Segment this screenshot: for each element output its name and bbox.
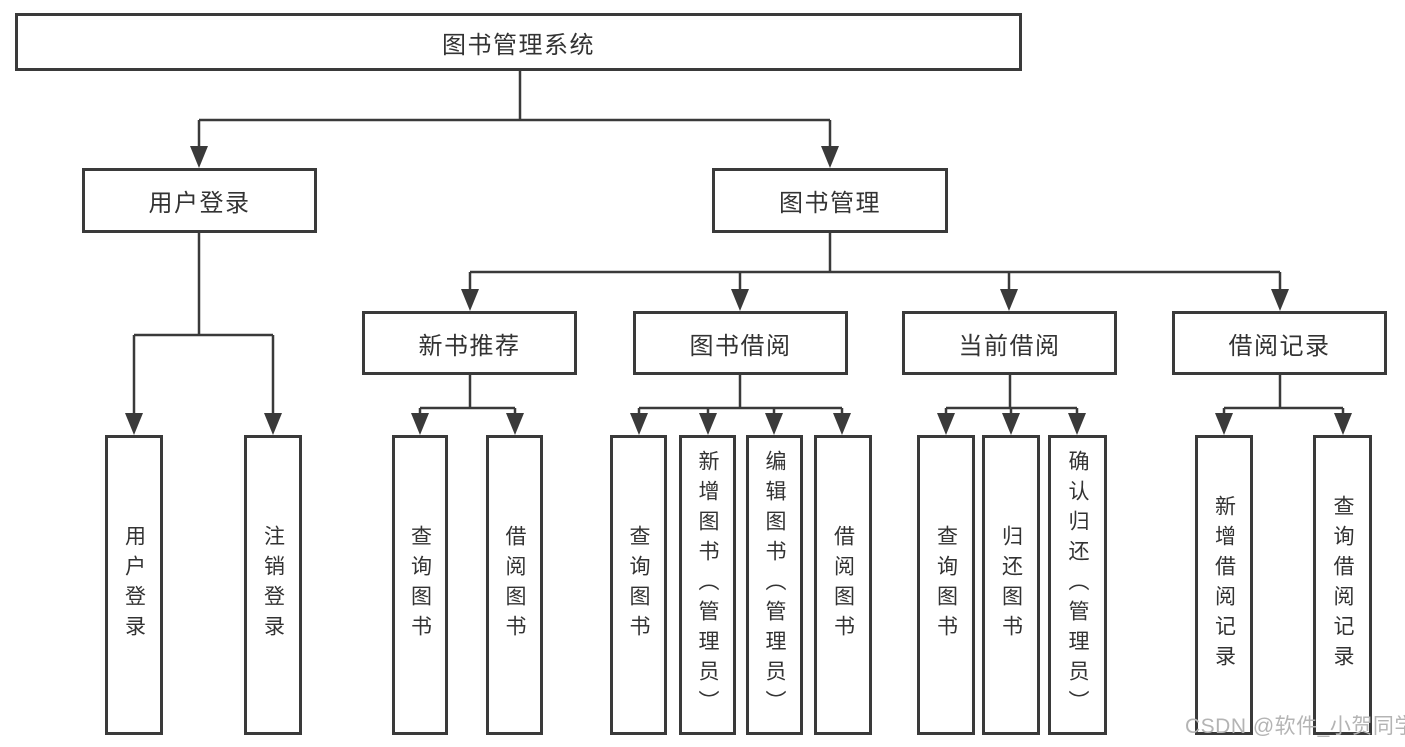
node-current-borrow: 当前借阅 bbox=[902, 311, 1117, 375]
watermark: CSDN @软件_小贺同学 bbox=[1185, 715, 1405, 738]
leaf-current-borrow-1: 归还图书 bbox=[982, 435, 1040, 735]
leaf-new-books-1: 借阅图书 bbox=[486, 435, 543, 735]
node-root: 图书管理系统 bbox=[15, 13, 1022, 71]
leaf-book-borrow-2: 编辑图书（管理员） bbox=[746, 435, 803, 735]
node-new-books: 新书推荐 bbox=[362, 311, 577, 375]
leaf-current-borrow-0: 查询图书 bbox=[917, 435, 975, 735]
leaf-user-login-0: 用户登录 bbox=[105, 435, 163, 735]
node-user-login: 用户登录 bbox=[82, 168, 317, 233]
leaf-borrow-records-1: 查询借阅记录 bbox=[1313, 435, 1372, 735]
node-borrow-records: 借阅记录 bbox=[1172, 311, 1387, 375]
leaf-borrow-records-0: 新增借阅记录 bbox=[1195, 435, 1253, 735]
leaf-current-borrow-2: 确认归还（管理员） bbox=[1048, 435, 1107, 735]
leaf-user-login-1: 注销登录 bbox=[244, 435, 302, 735]
node-book-borrow: 图书借阅 bbox=[633, 311, 848, 375]
leaf-book-borrow-0: 查询图书 bbox=[610, 435, 667, 735]
leaf-book-borrow-3: 借阅图书 bbox=[814, 435, 872, 735]
leaf-new-books-0: 查询图书 bbox=[392, 435, 448, 735]
leaf-book-borrow-1: 新增图书（管理员） bbox=[679, 435, 736, 735]
node-book-management: 图书管理 bbox=[712, 168, 948, 233]
